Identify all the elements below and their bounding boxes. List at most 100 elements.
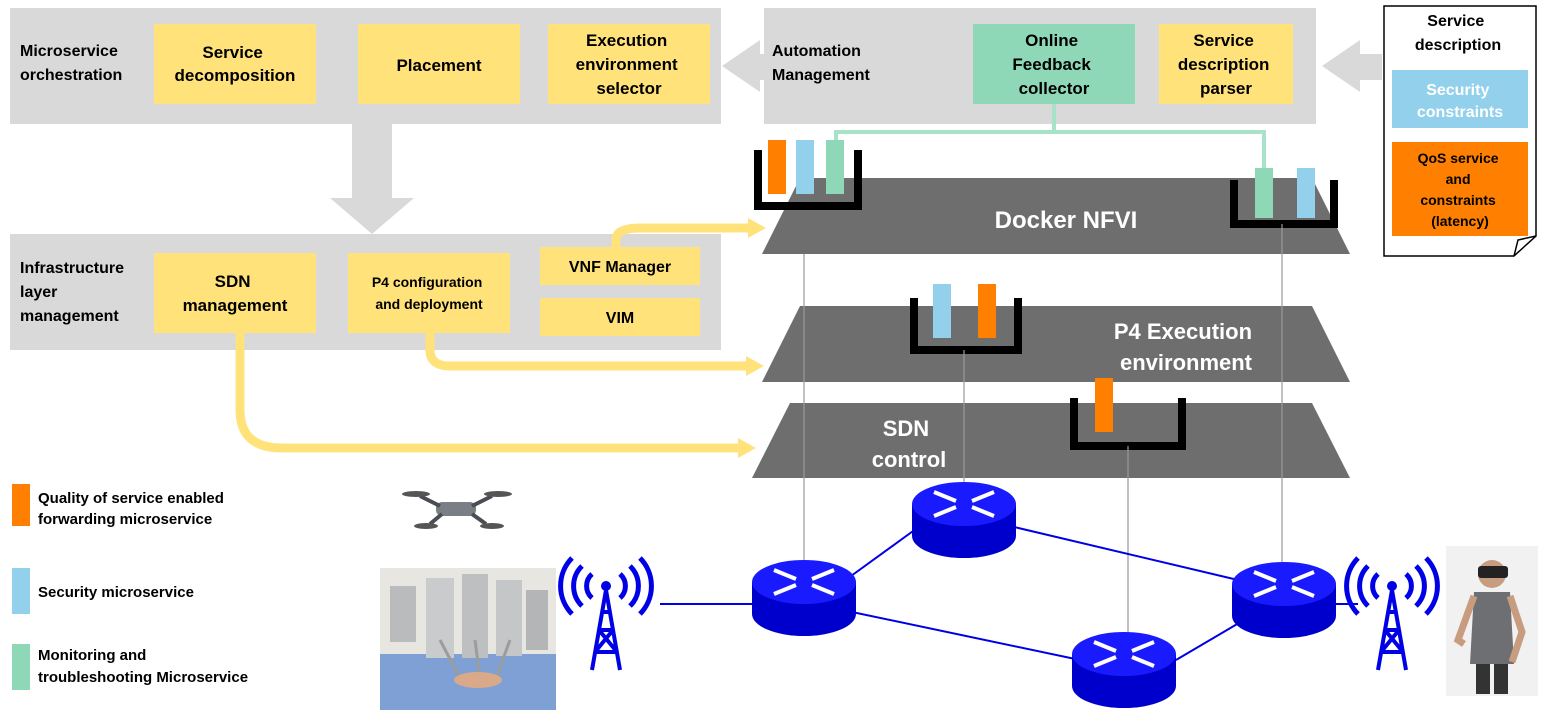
security-constraints-label-1: Security bbox=[1426, 82, 1489, 99]
p4-configuration-box bbox=[348, 253, 510, 333]
docker-container-left bbox=[754, 150, 862, 210]
qos-constraints-box bbox=[1392, 142, 1528, 236]
svg-text:Monitoring and troubleshoo: Monitoring and troubleshooting Microserv… bbox=[38, 647, 248, 686]
qos-microservice bbox=[1095, 378, 1113, 432]
p4-execution-label-2: environment bbox=[1120, 350, 1253, 375]
legend-qos-label-1: Quality of service enabled bbox=[38, 490, 224, 507]
security-constraints-box bbox=[1392, 70, 1528, 128]
sdn-management-box bbox=[154, 253, 316, 333]
feedback-collector-box bbox=[973, 24, 1135, 104]
drone-icon bbox=[402, 491, 512, 529]
router-icon bbox=[910, 480, 1018, 560]
feedback-label-1: Online bbox=[1025, 31, 1078, 50]
legend-qos-swatch bbox=[12, 484, 30, 526]
p4-configuration-label-2: and deployment bbox=[375, 296, 483, 312]
description-to-automation-arrow bbox=[1322, 40, 1382, 92]
sdn-control-layer bbox=[752, 403, 1350, 478]
svg-text:Service description pa: Service description parser bbox=[1178, 31, 1274, 98]
infrastructure-title: Infrastructure layer management bbox=[20, 260, 128, 325]
service-description-title-1: Service bbox=[1427, 13, 1484, 30]
security-constraints-label-2: constraints bbox=[1417, 104, 1503, 121]
qos-label-1: QoS service bbox=[1418, 150, 1499, 166]
execution-selector-box bbox=[548, 24, 710, 104]
legend-monitoring-swatch bbox=[12, 644, 30, 690]
qos-label-2: and bbox=[1446, 171, 1471, 187]
antenna-icon bbox=[561, 558, 652, 670]
feedback-label-3: collector bbox=[1019, 79, 1090, 98]
svg-text:SDN control: SDN control bbox=[872, 416, 947, 472]
docker-nfvi-layer bbox=[762, 178, 1350, 254]
router-icon bbox=[1070, 630, 1178, 710]
docker-container-right bbox=[1230, 180, 1338, 228]
service-decomposition-label-2: decomposition bbox=[175, 66, 296, 85]
sdn-control-label-2: control bbox=[872, 447, 947, 472]
p4-execution-layer bbox=[762, 306, 1350, 382]
execution-selector-label-2: environment bbox=[576, 55, 678, 74]
parser-label-1: Service bbox=[1193, 31, 1254, 50]
router-icon bbox=[750, 558, 858, 638]
surgical-robot-icon bbox=[380, 568, 556, 710]
orchestration-title: Microservice orchestration bbox=[20, 43, 122, 84]
qos-label-4: (latency) bbox=[1431, 213, 1489, 229]
vim-box bbox=[540, 298, 700, 336]
sdn-to-control-arrow bbox=[235, 333, 738, 453]
legend-security-label: Security microservice bbox=[38, 584, 194, 601]
p4-configuration-label-1: P4 configuration bbox=[372, 274, 482, 290]
svg-text:SDN management: SDN management bbox=[183, 272, 288, 315]
sdn-management-label-2: management bbox=[183, 296, 288, 315]
arrow-head bbox=[746, 356, 764, 376]
parser-label-3: parser bbox=[1200, 79, 1252, 98]
security-microservice bbox=[933, 284, 951, 338]
placement-box bbox=[358, 24, 520, 104]
svg-text:Service description: Service description bbox=[1415, 13, 1501, 54]
feedback-label-2: Feedback bbox=[1012, 55, 1091, 74]
security-microservice bbox=[1297, 168, 1315, 218]
svg-text:Quality of service enabled: Quality of service enabled forwarding mi… bbox=[38, 490, 228, 528]
description-parser-box bbox=[1159, 24, 1293, 104]
legend-monitoring-label-2: troubleshooting Microservice bbox=[38, 669, 248, 686]
execution-selector-label-3: selector bbox=[596, 79, 662, 98]
svg-text:P4 configuration and deplo: P4 configuration and deployment bbox=[372, 274, 486, 312]
sdn-control-label-1: SDN bbox=[883, 416, 929, 441]
placement-label: Placement bbox=[396, 56, 481, 75]
security-microservice bbox=[796, 140, 814, 194]
vnf-manager-label: VNF Manager bbox=[569, 259, 671, 276]
network-links bbox=[660, 525, 1358, 661]
qos-label-3: constraints bbox=[1420, 192, 1496, 208]
feedback-link bbox=[834, 104, 1266, 168]
automation-title: Automation Management bbox=[772, 43, 870, 84]
vr-user-icon bbox=[1446, 546, 1538, 696]
arrow-head bbox=[738, 438, 756, 458]
service-description-title-2: description bbox=[1415, 37, 1501, 54]
execution-selector-label-1: Execution bbox=[586, 31, 667, 50]
svg-text:Online Feedback collec: Online Feedback collector bbox=[1012, 31, 1095, 98]
legend-monitoring-label-1: Monitoring and bbox=[38, 647, 146, 664]
p4-execution-label-1: P4 Execution bbox=[1114, 319, 1252, 344]
orchestration-to-infrastructure-arrow bbox=[330, 124, 414, 234]
monitoring-microservice bbox=[826, 140, 844, 194]
legend-qos-label-2: forwarding microservice bbox=[38, 511, 212, 528]
service-decomposition-label-1: Service bbox=[202, 43, 263, 62]
svg-text:QoS service and constr: QoS service and constraints (latency) bbox=[1418, 150, 1503, 229]
vnf-manager-box bbox=[540, 247, 700, 285]
monitoring-microservice bbox=[1255, 168, 1273, 218]
p4-container bbox=[910, 298, 1022, 354]
sdn-management-label-1: SDN bbox=[215, 272, 251, 291]
antenna-icon bbox=[1347, 558, 1438, 670]
svg-text:P4 Execution environment: P4 Execution environment bbox=[1114, 319, 1258, 375]
vim-label: VIM bbox=[606, 310, 634, 327]
p4-to-execution-arrow bbox=[425, 333, 746, 371]
parser-label-2: description bbox=[1178, 55, 1270, 74]
qos-microservice bbox=[768, 140, 786, 194]
svg-text:Execution environment: Execution environment selector bbox=[576, 31, 683, 98]
automation-to-orchestration-arrow bbox=[722, 40, 764, 92]
router-icon bbox=[1230, 560, 1338, 640]
service-decomposition-box bbox=[154, 24, 316, 104]
svg-text:Security constraints: Security constraints bbox=[1417, 82, 1503, 121]
legend-security-swatch bbox=[12, 568, 30, 614]
docker-nfvi-label: Docker NFVI bbox=[995, 207, 1138, 234]
qos-microservice bbox=[978, 284, 996, 338]
arrow-head bbox=[748, 218, 766, 238]
svg-text:Service decomposition: Service decomposition bbox=[175, 43, 296, 85]
vnf-to-docker-arrow bbox=[611, 223, 748, 247]
